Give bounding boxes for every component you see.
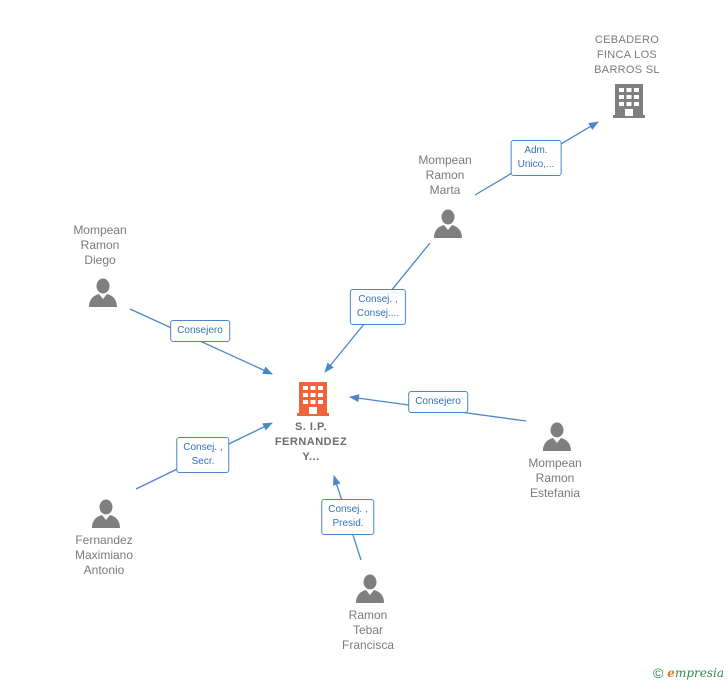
edge-label-diego-center[interactable]: Consejero (170, 320, 230, 342)
person-icon-marta[interactable] (433, 208, 463, 238)
center-company-building-icon[interactable] (297, 382, 329, 416)
edge-label-estefania-center[interactable]: Consejero (408, 391, 468, 413)
person-icon-ramon[interactable] (355, 573, 385, 603)
empresia-logo: empresia (667, 666, 724, 680)
person-icon-fernandez[interactable] (91, 498, 121, 528)
empresia-watermark: © empresia (653, 665, 724, 681)
node-label-cebadero[interactable]: CEBADERO FINCA LOS BARROS SL (594, 34, 660, 76)
person-icon-estefania[interactable] (542, 421, 572, 451)
edge-label-ramon-center[interactable]: Consej. , Presid. (321, 499, 375, 535)
person-icon-diego[interactable] (88, 277, 118, 307)
company-building-icon[interactable] (613, 84, 645, 118)
node-label-fernandez[interactable]: Fernandez Maximiano Antonio (74, 533, 134, 577)
edge-label-marta-cebadero[interactable]: Adm. Unico,... (510, 140, 562, 176)
node-label-estefania[interactable]: Mompean Ramon Estefania (528, 456, 582, 500)
edge-label-fernandez-center[interactable]: Consej. , Secr. (176, 437, 230, 473)
copyright-symbol: © (652, 665, 664, 681)
node-label-diego[interactable]: Mompean Ramon Diego (73, 223, 127, 267)
node-label-center[interactable]: S. I.P. FERNANDEZ Y... (274, 421, 348, 463)
node-label-marta[interactable]: Mompean Ramon Marta (418, 153, 472, 197)
node-label-ramon[interactable]: Ramon Tebar Francisca (341, 608, 395, 652)
edge-label-marta-center[interactable]: Consej. , Consej.... (349, 289, 407, 325)
